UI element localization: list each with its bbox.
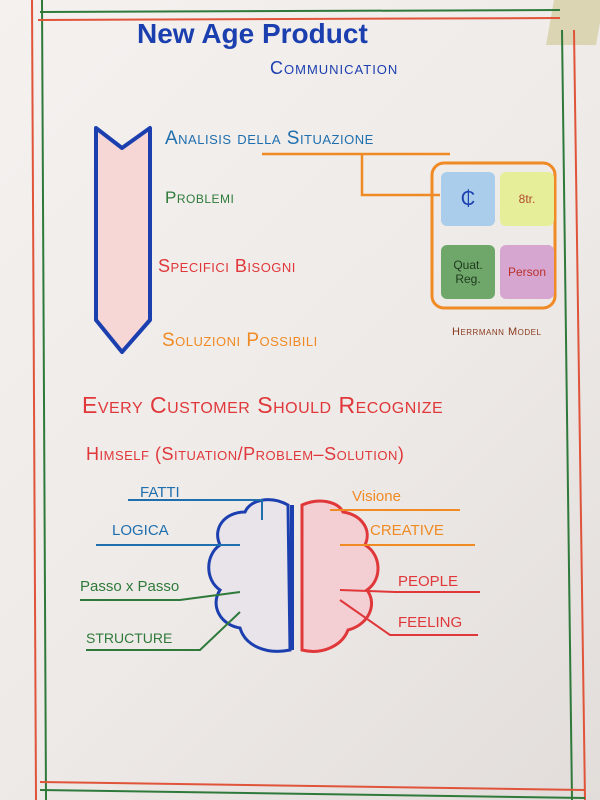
statement-line-1: Every Customer Should Recognize	[82, 392, 444, 418]
left-brain-lines	[80, 499, 263, 651]
paper-border	[31, 0, 586, 800]
herrmann-caption: Herrmann Model	[452, 326, 542, 338]
right-label-people: PEOPLE	[398, 573, 459, 590]
right-brain-lines	[330, 509, 480, 636]
step-problems: Problemi	[165, 188, 235, 207]
left-label-fatti: FATTI	[140, 484, 180, 501]
left-label-passo: Passo x Passo	[80, 578, 180, 595]
step-solutions: Soluzioni Possibili	[162, 330, 318, 351]
herrmann-cell-quatreg: Quat. Reg.	[441, 245, 495, 299]
herrmann-cell-person: Person	[500, 245, 554, 299]
left-label-structure: STRUCTURE	[86, 630, 173, 646]
right-label-creative: CREATIVE	[370, 522, 444, 539]
page-title: New Age Product	[137, 18, 368, 49]
right-label-feeling: FEELING	[398, 614, 463, 631]
page-subtitle: Communication	[270, 58, 399, 78]
herrmann-cell-sequential: 8tr.	[500, 172, 554, 226]
step-needs: Specifici Bisogni	[158, 256, 296, 276]
herrmann-cell-analytic: ₵	[441, 172, 495, 226]
left-label-logica: LOGICA	[112, 522, 169, 539]
brain-drawing	[207, 498, 380, 653]
step-analysis: Analisis della Situazione	[165, 128, 374, 149]
chevron-arrow	[94, 126, 152, 354]
statement-line-2: Himself (Situation/Problem–Solution)	[86, 444, 405, 464]
herrmann-frame	[430, 161, 557, 310]
right-label-visione: Visione	[352, 488, 401, 505]
